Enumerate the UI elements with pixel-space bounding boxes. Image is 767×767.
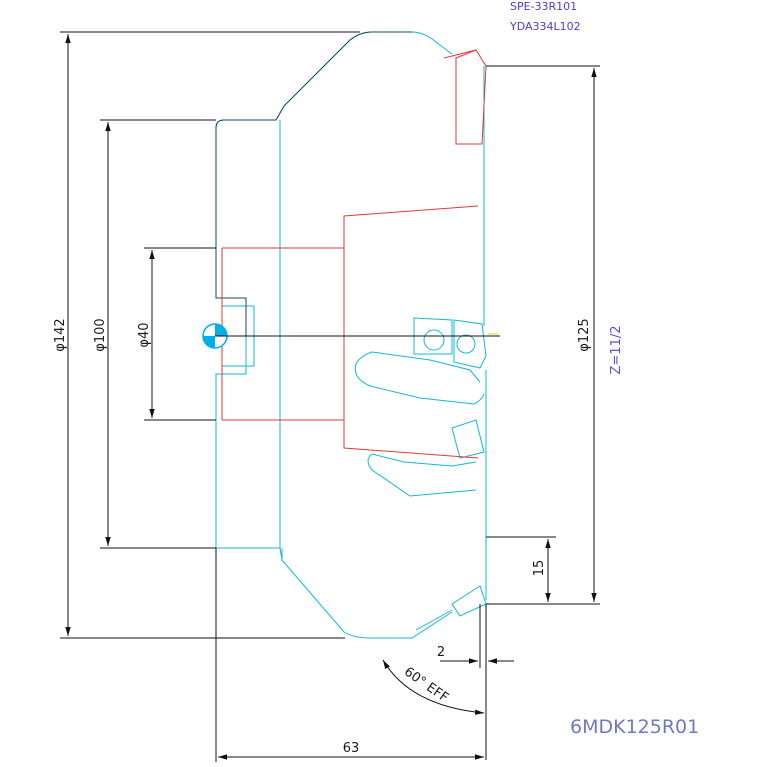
hidden-lines (221, 49, 487, 459)
insert-code-1: SPE-33R101 (510, 0, 577, 13)
dim-offset-2: 2 (437, 645, 445, 660)
dim-diameter-142: φ142 (53, 318, 68, 351)
dim-diameter-100: φ100 (93, 318, 108, 351)
cutter-body-outline (215, 31, 487, 639)
dimension-lines (60, 31, 600, 762)
model-code: 6MDK125R01 (570, 716, 699, 738)
dim-length-63: 63 (343, 741, 360, 756)
dim-angle-60: 60° EFF (401, 665, 451, 706)
insert-code-2: YDA334L102 (509, 20, 581, 33)
teeth-count: Z=11/2 (609, 326, 624, 375)
cutter-body-edge (215, 31, 412, 336)
dim-diameter-125: φ125 (577, 318, 592, 351)
dim-diameter-40: φ40 (137, 322, 152, 347)
dim-depth-15: 15 (532, 560, 547, 577)
